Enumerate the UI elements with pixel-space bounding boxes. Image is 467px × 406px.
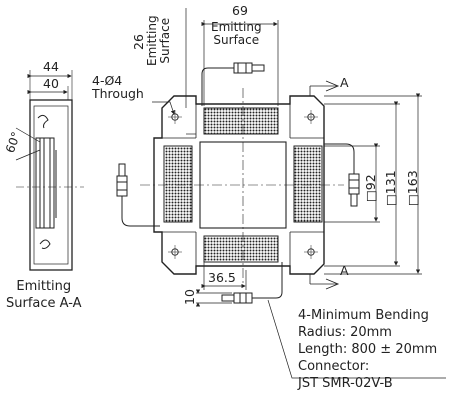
led-panel-bottom xyxy=(203,235,279,263)
dim-emitting-width: 69 xyxy=(232,3,248,18)
dim-connector-height: 10 xyxy=(182,289,197,305)
connector-top xyxy=(233,62,253,74)
note-connector: Connector: xyxy=(298,359,370,374)
note-bending: 4-Minimum Bending xyxy=(298,308,429,323)
dim-side-outer: 44 xyxy=(43,59,59,74)
led-panel-right xyxy=(293,145,323,223)
dim-emitting-width-label: Emitting Surface xyxy=(211,20,262,47)
hole-note: 4-Ø4 Through xyxy=(92,73,144,101)
note-radius: Radius: 20mm xyxy=(298,325,392,340)
dim-connector-offset: 36.5 xyxy=(208,270,236,285)
front-view xyxy=(140,80,344,290)
dim-emitting-depth: 26 xyxy=(131,34,146,50)
section-caption: Emitting Surface A-A xyxy=(6,279,82,311)
notes-block: 4-Minimum Bending Radius: 20mm Length: 8… xyxy=(298,307,437,392)
connector-right xyxy=(348,173,360,195)
led-panel-top xyxy=(203,107,279,135)
cables xyxy=(116,62,360,304)
dimension-lines xyxy=(152,8,446,379)
section-mark-top: A xyxy=(340,75,349,90)
section-mark-bottom: A xyxy=(340,263,349,278)
connector-bottom xyxy=(233,292,253,304)
dim-square-mid: □131 xyxy=(383,170,398,206)
dim-emitting-depth-label: Emitting Surface xyxy=(145,15,172,66)
side-section-view xyxy=(15,70,84,271)
note-length: Length: 800 ± 20mm xyxy=(298,342,438,357)
connector-left xyxy=(116,175,128,197)
led-panel-left xyxy=(163,145,193,223)
dim-side-inner: 40 xyxy=(43,76,59,91)
dim-square-outer: □163 xyxy=(405,170,420,206)
dim-square-inner: □92 xyxy=(363,174,378,202)
note-connector-model: JST SMR-02V-B xyxy=(298,376,393,391)
